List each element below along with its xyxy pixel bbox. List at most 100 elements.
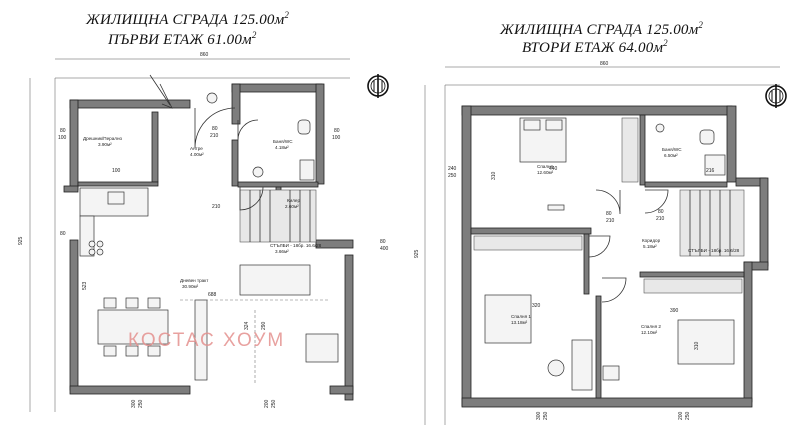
right-dim-16: 216: [706, 168, 715, 174]
left-shower: [299, 159, 315, 181]
left-dim-2: 100: [58, 135, 67, 141]
right-title-text-2: ВТОРИ ЕТАЖ 64.00м: [522, 40, 664, 56]
right-dim-15: 310: [694, 341, 700, 350]
right-floor-plan: 860 925: [414, 61, 787, 425]
watermark: КОСТАС ХОУМ: [128, 330, 286, 351]
left-chair-2: [125, 297, 139, 309]
right-dim-2: 250: [448, 173, 457, 179]
left-int-wall-3: [231, 139, 239, 187]
right-bedroom2-label: Спалня 2: [641, 324, 661, 329]
right-nightstand: [602, 365, 620, 381]
left-hall-label: Антре: [190, 146, 203, 151]
right-bedroom1-area: 13.18м²: [511, 320, 528, 325]
right-stairs-label: СТЪЛБИ - 18бр. 16.6/28: [688, 248, 740, 253]
right-title-sup-2: 2: [663, 38, 668, 48]
left-basin: [252, 166, 264, 178]
right-desk-1: [547, 204, 565, 211]
left-bath-label: Баня/WC: [273, 139, 293, 144]
right-corridor-area: 5.18м²: [643, 244, 657, 249]
right-wall-top: [461, 105, 733, 116]
right-chair: [547, 359, 565, 377]
left-int-wall-1: [151, 111, 159, 183]
left-int-wall-4: [237, 181, 319, 188]
right-dim-9: 320: [532, 303, 541, 309]
left-stairs: [239, 189, 317, 243]
right-pillow-2: [545, 119, 563, 131]
right-door-bedroom2: [601, 277, 627, 303]
right-wall-right-mid: [759, 177, 769, 267]
left-dim-8: 80: [60, 231, 66, 237]
left-armchair: [305, 333, 339, 363]
right-int-wall-1: [470, 227, 592, 235]
right-light: [655, 123, 665, 133]
left-int-wall-2: [77, 181, 159, 187]
left-toilet: [297, 119, 311, 135]
left-chair-6: [147, 345, 161, 357]
right-dim-4: 310: [491, 171, 497, 180]
left-top-dim: 860: [200, 52, 209, 58]
left-wall-right-lower: [344, 254, 354, 401]
left-hall-area: 4.00м²: [190, 152, 204, 157]
left-plan-title-2: ПЪРВИ ЕТАЖ 61.00м2: [108, 30, 257, 49]
left-wall-top-b: [231, 83, 323, 93]
right-stairs: [679, 189, 745, 257]
right-dim-1: 240: [448, 166, 457, 172]
left-dim-4: 210: [210, 133, 219, 139]
right-title-sup-1: 2: [698, 20, 704, 30]
right-wardrobe-1: [621, 117, 639, 183]
right-bedroom1-label: Спалня 1: [511, 314, 531, 319]
left-dim-7: 100: [332, 135, 341, 141]
left-title-sup-1: 2: [284, 10, 290, 20]
left-storage-door: [239, 186, 264, 211]
right-door-bath: [644, 189, 669, 214]
right-bath-area: 6.50м²: [664, 153, 678, 158]
left-dining-table: [97, 309, 169, 345]
left-dim-6: 80: [334, 128, 340, 134]
right-bed-1: [484, 294, 532, 344]
left-living-label: Дневен тракт: [180, 278, 209, 283]
right-wall-right-upper: [726, 105, 737, 183]
left-title-text-1: ЖИЛИЩНА СГРАДА 125.00м: [86, 12, 285, 28]
left-title-sup-2: 2: [251, 30, 257, 40]
left-wall-right-upper: [315, 83, 325, 185]
left-sink: [107, 191, 125, 205]
left-dim-14: 324: [244, 321, 250, 330]
left-north-arrow-icon: [367, 74, 389, 98]
left-plan-title-1: ЖИЛИЩНА СГРАДА 125.00м2: [86, 10, 289, 29]
left-dressing-area: 3.90м²: [98, 142, 112, 147]
right-door-bedroom: [595, 189, 621, 215]
left-hob-3: [88, 248, 96, 256]
left-wall-step: [63, 185, 79, 193]
right-bedroom-area: 12.60м²: [537, 170, 554, 175]
right-plan-title-1: ЖИЛИЩНА СГРАДА 125.00м2: [500, 20, 703, 39]
right-bedroom2-area: 12.10м²: [641, 330, 658, 335]
right-dim-7: 80: [658, 209, 664, 215]
left-wall-bottom-a: [69, 385, 191, 395]
right-plan-title-2: ВТОРИ ЕТАЖ 64.00м2: [522, 38, 668, 57]
left-dim-19: 290: [261, 321, 267, 330]
left-chair-4: [103, 345, 117, 357]
left-dim-17: 200: [264, 399, 270, 408]
left-chair-1: [103, 297, 117, 309]
right-toilet: [699, 129, 715, 145]
left-dim-18: 250: [271, 399, 277, 408]
left-wall-right-jog: [315, 239, 354, 249]
right-north-arrow-icon: [765, 84, 787, 108]
right-int-wall-2: [639, 114, 646, 186]
left-wall-top-a: [69, 99, 191, 109]
left-wall-bottom-b: [329, 385, 354, 395]
left-wall-left-upper: [69, 99, 79, 191]
right-wardrobe-3: [643, 278, 743, 294]
left-dim-15: 300: [131, 399, 137, 408]
left-dim-1: 80: [60, 128, 66, 134]
right-int-wall-5: [595, 295, 602, 399]
left-storage-area: 2.60м²: [285, 204, 299, 209]
right-int-wall-6: [583, 233, 590, 295]
left-wall-left-lower: [69, 239, 79, 391]
left-dim-5: 100: [112, 168, 121, 174]
left-chair-3: [147, 297, 161, 309]
right-bed-2: [677, 319, 735, 365]
left-dim-10: 80: [380, 239, 386, 245]
right-bedroom-label: Спалня: [537, 164, 554, 169]
right-corridor-label: Коридор: [642, 238, 661, 243]
